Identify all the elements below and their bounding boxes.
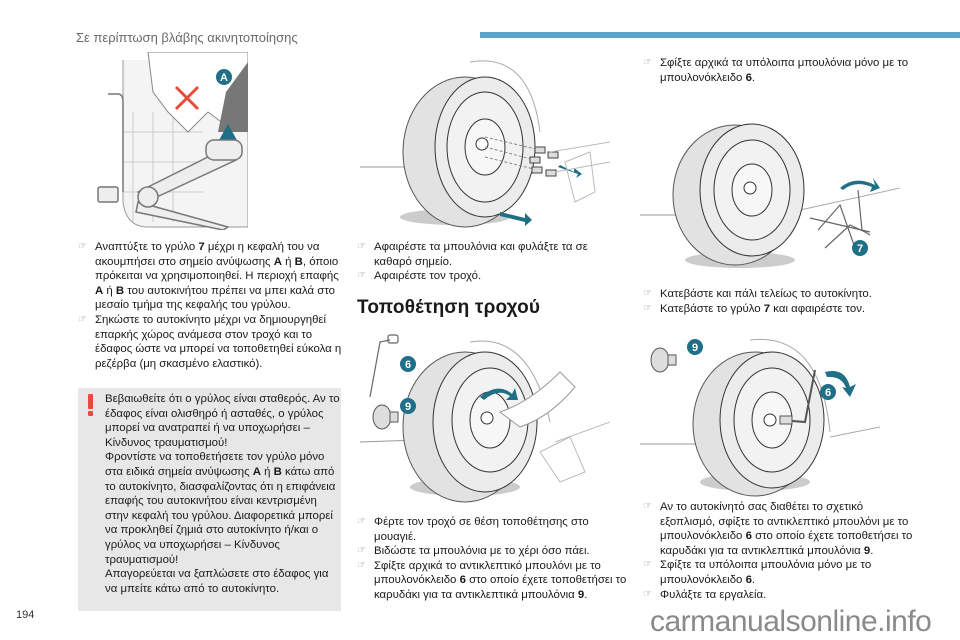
pointing-hand-icon: ☞ [357, 559, 366, 571]
jack-illustration: A [78, 52, 248, 230]
pointing-hand-icon: ☞ [78, 241, 87, 252]
label-7-badge: 7 [852, 240, 868, 256]
step-screw-bolts: ☞ Βιδώστε τα μπουλόνια με το χέρι όσο πά… [357, 545, 590, 558]
step-lower-car: ☞ Κατεβάστε και πάλι τελείως το αυτοκίνη… [643, 288, 872, 300]
warning-icon [88, 394, 94, 416]
warning-text: Βεβαιωθείτε ότι ο γρύλος είναι σταθερός.… [105, 393, 340, 595]
warning-box [78, 388, 341, 611]
step-tighten-antitheft-final: ☞ Αν το αυτοκίνητό σας διαθέτει το σχετι… [643, 501, 913, 557]
label-9-badge: 9 [400, 398, 416, 414]
col2-fit-steps: ☞ Φέρτε τον τροχό σε θέση τοποθέτησης στ… [357, 515, 627, 603]
label-a-badge: A [216, 69, 232, 85]
step-store-tools: ☞ Φυλάξτε τα εργαλεία. [643, 588, 767, 601]
col1-steps: ☞ Αναπτύξτε το γρύλο 7 μέχρι η κεφαλή το… [78, 240, 343, 371]
page-number: 194 [16, 609, 35, 621]
tighten-bolts-illustration: 9 6 [620, 332, 880, 497]
section-header-title: Σε περίπτωση βλάβης ακινητοποίησης [76, 30, 298, 45]
fit-wheel-heading: Τοποθέτηση τροχού [357, 297, 541, 318]
step-position-wheel: ☞ Φέρτε τον τροχό σε θέση τοποθέτησης στ… [357, 516, 589, 543]
rotate-arrow-icon [840, 178, 880, 192]
col3-mid-steps: ☞ Κατεβάστε και πάλι τελείως το αυτοκίνη… [643, 287, 913, 316]
col3-bottom-steps: ☞ Αν το αυτοκίνητό σας διαθέτει το σχετι… [643, 500, 915, 602]
step-remove-jack: ☞ Κατεβάστε το γρύλο 7 και αφαιρέστε τον… [643, 302, 866, 315]
fit-wheel-illustration: 6 9 [360, 332, 610, 507]
col2-remove-steps: ☞ Αφαιρέστε τα μπουλόνια και φυλάξτε τα … [357, 240, 622, 284]
svg-text:9: 9 [405, 401, 411, 413]
svg-text:6: 6 [405, 359, 411, 371]
lower-car-illustration: 7 [640, 120, 900, 280]
pointing-hand-icon: ☞ [357, 516, 366, 527]
warning-paragraph: Φροντίστε να τοποθετήσετε τον γρύλο μόνο… [105, 451, 336, 566]
step-raise-car: ☞ Σηκώστε το αυτοκίνητο μέχρι να δημιουρ… [78, 313, 342, 370]
step-tighten-antitheft: ☞ Σφίξτε αρχικά το αντικλεπτικό μπουλόνι… [357, 559, 627, 601]
pointing-hand-icon: ☞ [357, 545, 366, 557]
step-extend-jack: ☞ Αναπτύξτε το γρύλο 7 μέχρι η κεφαλή το… [78, 241, 339, 312]
svg-text:6: 6 [825, 387, 831, 399]
remove-wheel-illustration [360, 52, 610, 230]
svg-text:9: 9 [692, 342, 698, 354]
pointing-hand-icon: ☞ [643, 57, 652, 68]
svg-text:7: 7 [857, 243, 863, 255]
move-arrow-icon [558, 165, 582, 178]
pointing-hand-icon: ☞ [643, 302, 652, 314]
pointing-hand-icon: ☞ [357, 270, 366, 282]
label-6-badge: 6 [820, 384, 836, 400]
step-tighten-remaining-final: ☞ Σφίξτε τα υπόλοιπα μπουλόνια μόνο με τ… [643, 559, 872, 586]
rotate-arrow-icon [480, 388, 518, 400]
pointing-hand-icon: ☞ [643, 288, 652, 299]
col3-top-steps: ☞ Σφίξτε αρχικά τα υπόλοιπα μπουλόνια μό… [643, 56, 913, 85]
pointing-hand-icon: ☞ [643, 559, 652, 571]
pointing-hand-icon: ☞ [643, 588, 652, 600]
label-6-badge: 6 [400, 356, 416, 372]
no-jack-point-cross-icon [174, 85, 200, 111]
header-accent-bar [480, 32, 960, 38]
watermark: carmanualsonline.info [650, 605, 932, 638]
step-remove-wheel: ☞ Αφαιρέστε τον τροχό. [357, 270, 482, 283]
rotate-arrow-icon [825, 371, 856, 397]
pointing-hand-icon: ☞ [357, 241, 366, 252]
step-remove-bolts: ☞ Αφαιρέστε τα μπουλόνια και φυλάξτε τα … [357, 241, 588, 268]
pointing-hand-icon: ☞ [78, 313, 87, 325]
svg-text:A: A [220, 72, 228, 84]
step-tighten-remaining: ☞ Σφίξτε αρχικά τα υπόλοιπα μπουλόνια μό… [643, 57, 909, 84]
label-9-badge: 9 [687, 339, 703, 355]
move-arrow-icon [500, 212, 532, 226]
pointing-hand-icon: ☞ [643, 501, 652, 512]
